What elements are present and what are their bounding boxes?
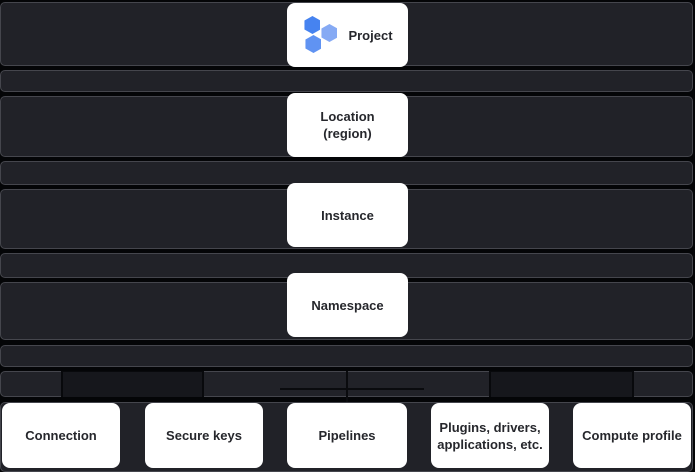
connector-hline-center [280,388,424,390]
node-connection: Connection [2,403,120,468]
node-namespace: Namespace [287,273,408,337]
hexagon-cluster-icon [302,16,339,54]
node-pipelines-label: Pipelines [318,428,376,443]
node-connection-label: Connection [25,428,97,443]
band-spacer-1 [0,70,693,92]
node-instance-label: Instance [321,207,374,223]
node-plugins-line2: applications, etc. [437,436,543,452]
connector-drop-center [346,371,348,402]
hexagon-icon-bottom [305,35,322,53]
node-secure-keys: Secure keys [145,403,263,468]
node-secure-keys-label: Secure keys [166,428,242,443]
project-content: Project [302,16,393,54]
node-plugins: Plugins, drivers, applications, etc. [431,403,549,468]
node-project-label: Project [348,27,393,43]
node-location-label: Location (region) [320,108,374,142]
node-location-line1: Location [320,109,375,124]
node-project: Project [287,3,408,67]
connector-branch-right [489,371,634,397]
node-plugins-line1: Plugins, drivers, [439,419,541,435]
node-pipelines: Pipelines [287,403,407,468]
band-spacer-4 [0,345,693,367]
node-location-line2: (region) [323,126,372,141]
node-compute-profile-label: Compute profile [582,428,682,443]
node-compute-profile: Compute profile [573,403,691,468]
hexagon-icon-top [304,16,321,34]
band-spacer-2 [0,161,693,185]
connector-branch-left [61,371,204,397]
node-instance: Instance [287,183,408,247]
node-namespace-label: Namespace [311,297,384,313]
hexagon-icon-right [321,24,338,42]
node-plugins-label: Plugins, drivers, applications, etc. [437,419,542,453]
node-location: Location (region) [287,93,408,157]
